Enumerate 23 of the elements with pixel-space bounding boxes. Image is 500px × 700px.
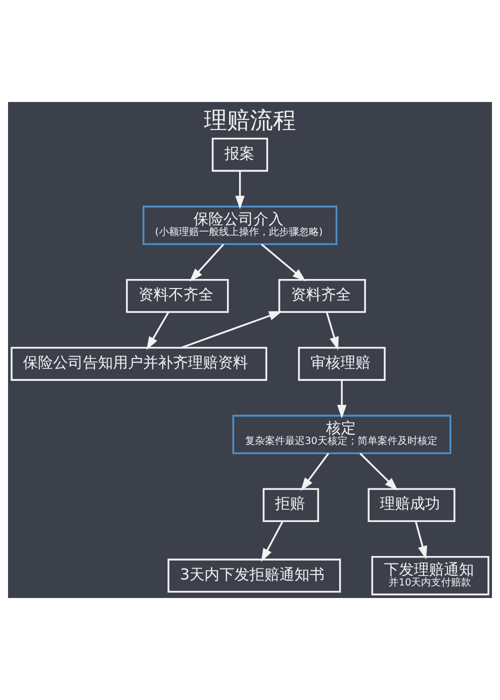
- node-box: 理赔成功: [368, 488, 456, 522]
- arrow: [181, 311, 282, 348]
- arrow: [260, 244, 306, 282]
- node-box: 审核理赔: [298, 346, 386, 381]
- arrow: [414, 520, 428, 560]
- arrow: [261, 520, 284, 562]
- arrow: [146, 312, 170, 350]
- arrow: [190, 244, 224, 282]
- node-box: 核定 复杂案件最迟30天核定；简单案件及时核定: [232, 414, 452, 454]
- node-box: 保险公司告知用户并补齐理赔资料: [10, 346, 268, 381]
- node-box: 资料齐全: [278, 278, 366, 313]
- arrow: [360, 452, 398, 491]
- node-box: 拒赔: [262, 488, 320, 522]
- node-box: 3天内下发拒赔通知书: [168, 558, 341, 593]
- arrow: [300, 452, 330, 491]
- node-box: 报案: [212, 138, 268, 172]
- arrow: [326, 312, 339, 350]
- arrow: [235, 170, 245, 210]
- node-box: 资料不齐全: [126, 278, 229, 313]
- node-box: 下发理赔通知 并10天内支付赔款: [371, 556, 490, 596]
- diagram-title: 理赔流程: [204, 106, 296, 134]
- node-box: 保险公司介入 (小额理赔一般线上操作，此步骤忽略): [142, 206, 338, 245]
- arrow: [337, 380, 347, 418]
